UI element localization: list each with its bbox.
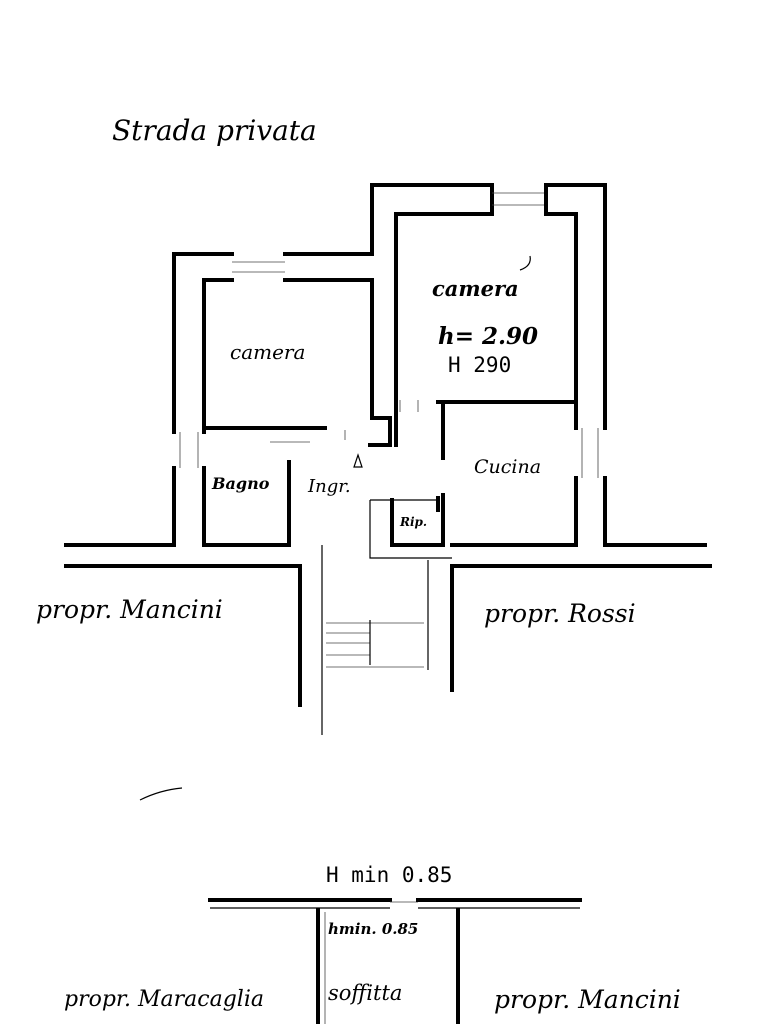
attic-neighbor-left-label: propr. Maracaglia <box>64 987 264 1012</box>
room-right-label: camera <box>432 276 519 301</box>
attic-height-hand: hmin. 0.85 <box>328 920 418 938</box>
staircase <box>326 620 424 668</box>
neighbor-right-label: propr. Rossi <box>484 599 636 628</box>
bath-label: Bagno <box>211 474 270 493</box>
main-floor-walls <box>64 183 712 735</box>
storage-label: Rip. <box>399 515 427 529</box>
kitchen-label: Cucina <box>474 456 541 478</box>
attic-neighbor-right-label: propr. Mancini <box>494 985 681 1014</box>
attic-height-typed: H min 0.85 <box>326 863 452 887</box>
attic-label: soffitta <box>328 981 402 1005</box>
stray-mark <box>139 787 183 801</box>
room-height-typed: H 290 <box>448 353 511 377</box>
neighbor-left-label: propr. Mancini <box>36 595 223 624</box>
attic-walls <box>208 898 582 1024</box>
entry-label: Ingr. <box>307 476 351 497</box>
room-height-hand: h= 2.90 <box>438 323 538 350</box>
street-label: Strada privata <box>112 114 317 147</box>
room-left-label: camera <box>230 340 305 364</box>
